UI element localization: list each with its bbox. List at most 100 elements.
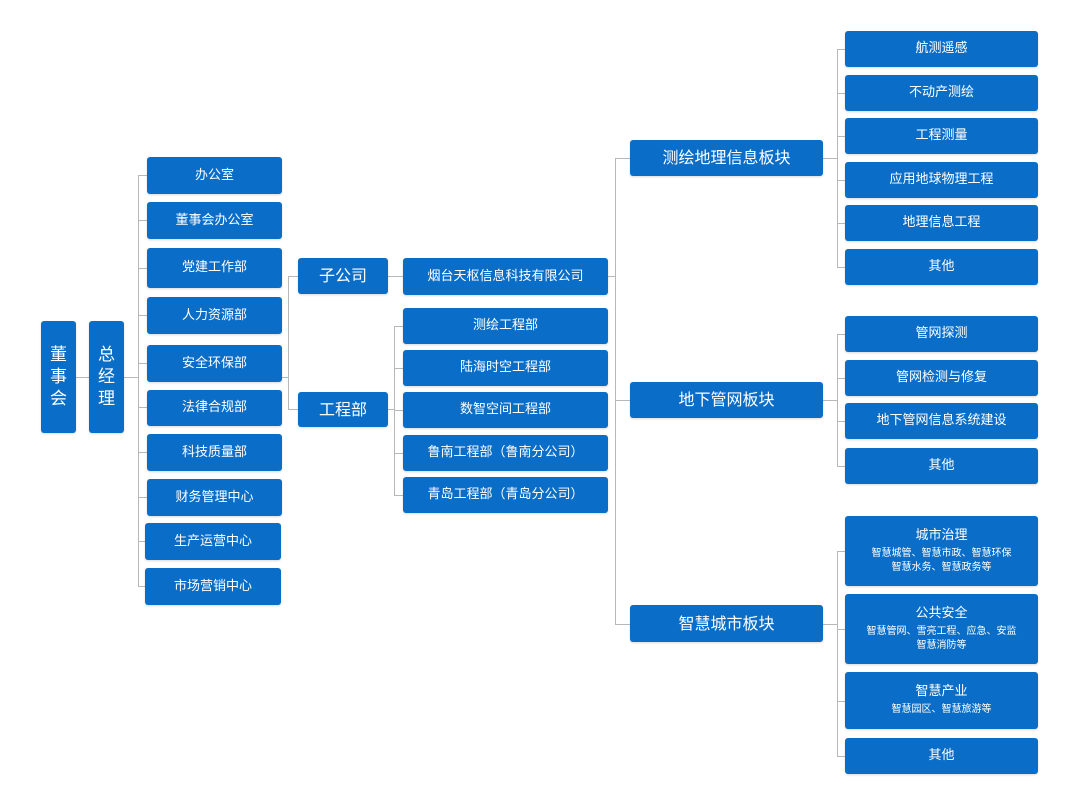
connector bbox=[823, 400, 837, 401]
department-label: 市场营销中心 bbox=[173, 578, 252, 594]
connector bbox=[837, 49, 845, 50]
segment-item-node: 地下管网信息系统建设 bbox=[845, 403, 1038, 439]
department-node: 办公室 bbox=[147, 157, 282, 194]
segment-item-node: 不动产测绘 bbox=[845, 75, 1038, 111]
connector bbox=[823, 158, 837, 159]
connector bbox=[837, 334, 838, 466]
connector bbox=[288, 276, 289, 409]
segment-item-detail: 智慧城管、智慧市政、智慧环保 bbox=[871, 547, 1012, 559]
engineering-unit-label: 陆海时空工程部 bbox=[459, 360, 551, 375]
connector bbox=[837, 223, 845, 224]
connector bbox=[394, 368, 403, 369]
segment-item-node: 其他 bbox=[845, 738, 1038, 774]
connector bbox=[138, 175, 147, 176]
connector bbox=[608, 276, 615, 277]
department-label: 董事会办公室 bbox=[175, 212, 254, 228]
segment-item-node: 城市治理 智慧城管、智慧市政、智慧环保 智慧水务、智慧政务等 bbox=[845, 516, 1038, 586]
connector bbox=[837, 93, 845, 94]
segment-item-node: 航测遥感 bbox=[845, 31, 1038, 67]
connector bbox=[823, 624, 837, 625]
connector bbox=[837, 629, 845, 630]
connector bbox=[124, 377, 138, 378]
segment-item-detail: 智慧管网、雪亮工程、应急、安监 bbox=[866, 625, 1017, 637]
connector bbox=[138, 452, 147, 453]
segment-item-node: 工程测量 bbox=[845, 118, 1038, 154]
segment-node: 测绘地理信息板块 bbox=[630, 140, 823, 176]
segment-item-node: 其他 bbox=[845, 448, 1038, 484]
department-node: 人力资源部 bbox=[147, 297, 282, 334]
engineering-unit-label: 青岛工程部（青岛分公司） bbox=[427, 487, 584, 502]
segment-item-title: 管网检测与修复 bbox=[895, 370, 987, 385]
connector bbox=[138, 363, 147, 364]
engineering-unit-label: 测绘工程部 bbox=[472, 318, 538, 333]
connector bbox=[394, 326, 403, 327]
department-node: 安全环保部 bbox=[147, 345, 282, 382]
department-label: 法律合规部 bbox=[181, 400, 247, 415]
connector bbox=[837, 267, 845, 268]
connector bbox=[388, 409, 394, 410]
segment-label: 智慧城市板块 bbox=[678, 613, 775, 633]
connector bbox=[615, 158, 616, 624]
segment-item-title: 智慧产业 bbox=[915, 684, 968, 699]
connector bbox=[837, 49, 838, 267]
department-node: 董事会办公室 bbox=[147, 202, 282, 239]
department-node: 市场营销中心 bbox=[145, 568, 281, 605]
connector bbox=[138, 586, 145, 587]
connector bbox=[837, 466, 845, 467]
segment-item-title: 航测遥感 bbox=[915, 41, 968, 56]
department-node: 科技质量部 bbox=[147, 434, 282, 471]
connector bbox=[615, 624, 630, 625]
connector bbox=[394, 495, 403, 496]
board-node: 董事会 bbox=[41, 321, 76, 433]
department-node: 党建工作部 bbox=[147, 248, 282, 288]
segment-item-title: 其他 bbox=[928, 259, 955, 274]
segment-item-detail: 智慧园区、智慧旅游等 bbox=[891, 704, 992, 715]
segment-item-title: 管网探测 bbox=[915, 326, 968, 341]
segment-label: 地下管网板块 bbox=[678, 390, 775, 409]
segment-item-title: 公共安全 bbox=[915, 605, 968, 621]
department-node: 法律合规部 bbox=[147, 390, 282, 426]
segment-item-title: 其他 bbox=[928, 748, 955, 763]
connector bbox=[288, 276, 298, 277]
segment-item-title: 应用地球物理工程 bbox=[889, 172, 994, 187]
segment-item-title: 工程测量 bbox=[915, 128, 968, 143]
segment-item-detail: 智慧水务、智慧政务等 bbox=[891, 561, 992, 573]
subsidiary-label: 子公司 bbox=[318, 266, 367, 285]
connector bbox=[837, 756, 845, 757]
connector bbox=[837, 701, 845, 702]
department-label: 生产运营中心 bbox=[173, 533, 252, 549]
department-label: 办公室 bbox=[194, 167, 234, 183]
segment-label: 测绘地理信息板块 bbox=[662, 148, 791, 167]
connector bbox=[394, 410, 403, 411]
connector bbox=[138, 220, 147, 221]
connector bbox=[288, 409, 298, 410]
engineering-unit-node: 数智空间工程部 bbox=[403, 392, 608, 428]
segment-node: 智慧城市板块 bbox=[630, 605, 823, 642]
connector bbox=[837, 551, 838, 756]
segment-item-node: 其他 bbox=[845, 249, 1038, 285]
connector bbox=[282, 377, 288, 378]
connector bbox=[837, 551, 845, 552]
segment-item-node: 公共安全 智慧管网、雪亮工程、应急、安监 智慧消防等 bbox=[845, 594, 1038, 664]
board-label: 董事会 bbox=[50, 345, 67, 409]
connector bbox=[615, 158, 630, 159]
segment-item-node: 地理信息工程 bbox=[845, 205, 1038, 241]
engineering-unit-node: 测绘工程部 bbox=[403, 308, 608, 344]
segment-item-title: 城市治理 bbox=[915, 527, 968, 543]
segment-node: 地下管网板块 bbox=[630, 382, 823, 418]
segment-item-node: 应用地球物理工程 bbox=[845, 162, 1038, 198]
connector bbox=[837, 180, 845, 181]
engineering-node: 工程部 bbox=[298, 392, 388, 427]
connector bbox=[138, 315, 147, 316]
department-label: 财务管理中心 bbox=[175, 489, 254, 505]
segment-item-node: 管网检测与修复 bbox=[845, 360, 1038, 396]
connector bbox=[837, 136, 845, 137]
engineering-unit-node: 鲁南工程部（鲁南分公司） bbox=[403, 435, 608, 471]
engineering-unit-node: 青岛工程部（青岛分公司） bbox=[403, 477, 608, 513]
segment-item-title: 其他 bbox=[928, 458, 955, 473]
connector bbox=[394, 453, 403, 454]
department-label: 科技质量部 bbox=[181, 444, 247, 460]
department-label: 安全环保部 bbox=[181, 355, 247, 371]
connector bbox=[388, 276, 403, 277]
general-manager-label: 总经理 bbox=[98, 345, 115, 409]
